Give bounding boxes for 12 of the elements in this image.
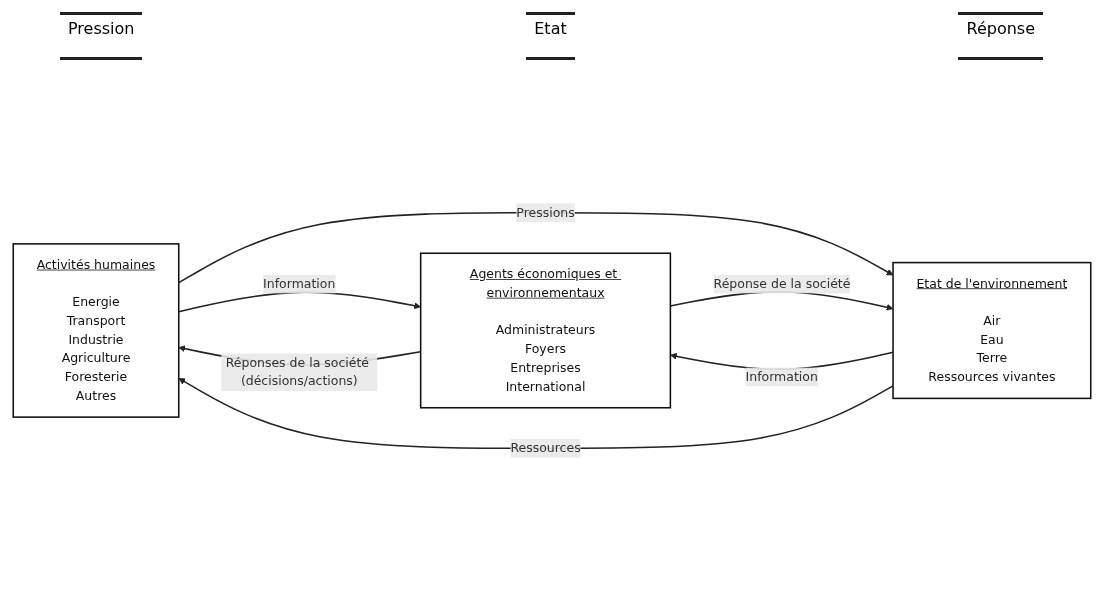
edge-label: Ressources bbox=[509, 440, 581, 455]
node-box: Agents économiques et environnementaux Administrateurs Foyers Entreprises International bbox=[419, 251, 671, 409]
edge-label: Réponses de la société (décisions/actions) bbox=[225, 354, 369, 389]
column-heading: Pression bbox=[60, 12, 143, 60]
node-box: Activités humaines Energie Transport Industrie Agriculture Foresterie Autres bbox=[11, 242, 179, 418]
edge-label: Pressions bbox=[515, 204, 575, 220]
edge-label: Information bbox=[262, 275, 335, 291]
column-heading: Réponse bbox=[958, 12, 1043, 60]
column-heading: Etat bbox=[526, 12, 575, 60]
edge-label: Information bbox=[745, 368, 818, 384]
node-box: Etat de l'environnement Air Eau Terre Ressources vivantes bbox=[891, 261, 1092, 399]
edge-label: Réponse de la société bbox=[713, 275, 850, 291]
